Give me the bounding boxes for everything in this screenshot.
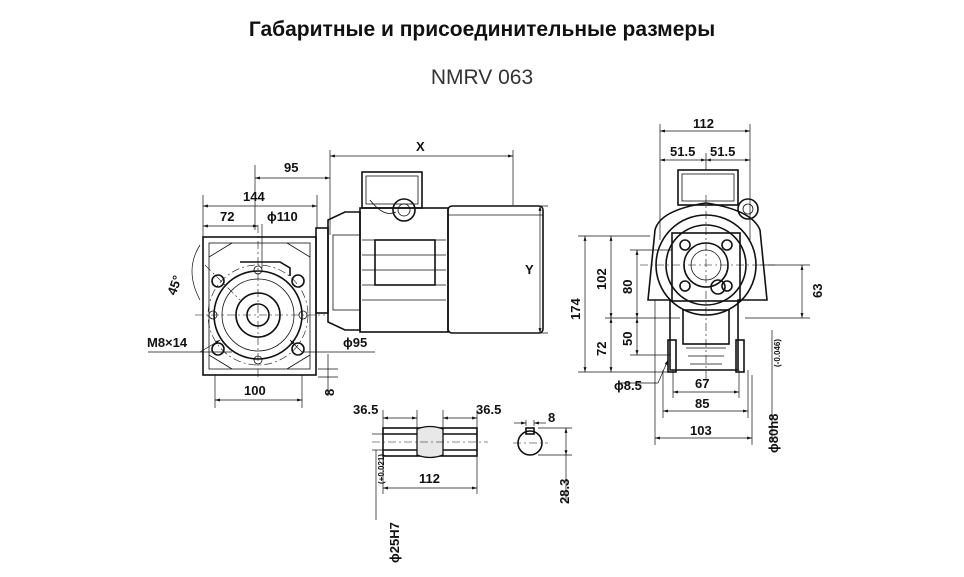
dim-8-key: 8 — [548, 410, 555, 425]
dim-103: 103 — [690, 423, 712, 438]
dim-67: 67 — [695, 376, 709, 391]
dim-50: 50 — [620, 332, 635, 346]
dim-36-5-right: 36.5 — [476, 402, 501, 417]
dim-phi80h8: ϕ80h8 — [766, 414, 781, 453]
dim-144: 144 — [243, 189, 265, 204]
dim-phi110: ϕ110 — [267, 209, 298, 224]
dim-y: Y — [525, 262, 534, 277]
dim-174: 174 — [568, 298, 583, 320]
dim-phi25h7: ϕ25H7 — [387, 522, 402, 563]
cable-gland — [392, 198, 416, 222]
hollow-shaft-view: 36.5 36.5 112 ϕ25H7 (+0.021) 8 28.3 — [353, 402, 572, 563]
dim-63: 63 — [810, 284, 825, 298]
model-subtitle: NMRV 063 — [430, 66, 534, 89]
dim-80: 80 — [620, 280, 635, 294]
dim-28-3: 28.3 — [557, 479, 572, 504]
dim-112-top: 112 — [693, 116, 714, 131]
dim-112-shaft: 112 — [419, 471, 440, 486]
dim-51-5-right: 51.5 — [710, 144, 735, 159]
dim-102: 102 — [594, 268, 609, 290]
front-side-view: 95 X 144 72 ϕ110 Y 45° M8×14 ϕ95 — [147, 139, 548, 408]
fan-cover — [447, 205, 544, 334]
dim-72: 72 — [220, 209, 234, 224]
dim-phi8-5: ϕ8.5 — [614, 378, 642, 393]
dim-100: 100 — [244, 383, 266, 398]
dim-72-side: 72 — [594, 342, 609, 356]
dim-phi95: ϕ95 — [343, 335, 367, 350]
terminal-box — [361, 171, 423, 209]
motor-adapter — [315, 227, 329, 314]
side-terminal-box — [677, 169, 739, 206]
side-gearbox-housing — [647, 202, 768, 371]
dim-85: 85 — [695, 396, 709, 411]
page-title: Габаритные и присоединительные размеры — [248, 18, 716, 41]
side-view: 112 51.5 51.5 174 102 72 80 50 63 — [568, 116, 825, 453]
dim-8-left: 8 — [322, 389, 337, 396]
dim-51-5-left: 51.5 — [670, 144, 695, 159]
dim-x: X — [416, 139, 425, 154]
dim-phi25h7-tolerance: (+0.021) — [377, 454, 386, 484]
dim-36-5-left: 36.5 — [353, 402, 378, 417]
dim-phi80h8-tolerance: (-0.046) — [773, 339, 782, 367]
dim-45-degree: 45° — [164, 273, 185, 297]
dim-m8x14: M8×14 — [147, 335, 188, 350]
dim-95: 95 — [284, 160, 298, 175]
